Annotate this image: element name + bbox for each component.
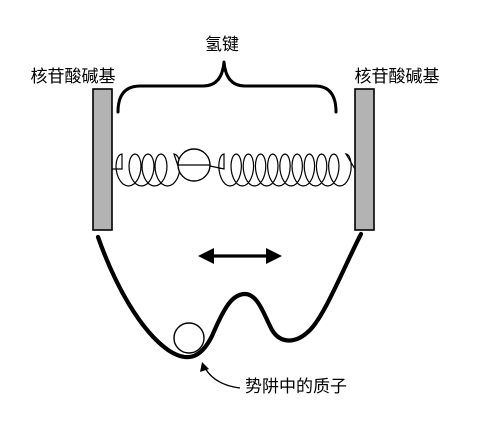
right-base-label: 核苷酸碱基 — [355, 67, 440, 87]
double-well-potential-curve — [95, 231, 364, 360]
proton-label: 势阱中的质子 — [245, 377, 347, 397]
proton-in-well — [173, 322, 205, 354]
curly-brace — [116, 60, 338, 114]
double-arrow-icon — [198, 248, 282, 264]
right-base-plate — [354, 88, 375, 231]
hydrogen-bond-label: 氢键 — [205, 35, 239, 55]
proton-in-bond — [177, 148, 211, 182]
proton-pointer-arrow — [200, 362, 241, 389]
left-base-label: 核苷酸碱基 — [31, 67, 116, 87]
spring-right — [209, 152, 356, 187]
spring-left — [112, 153, 181, 187]
left-base-plate — [92, 88, 113, 231]
